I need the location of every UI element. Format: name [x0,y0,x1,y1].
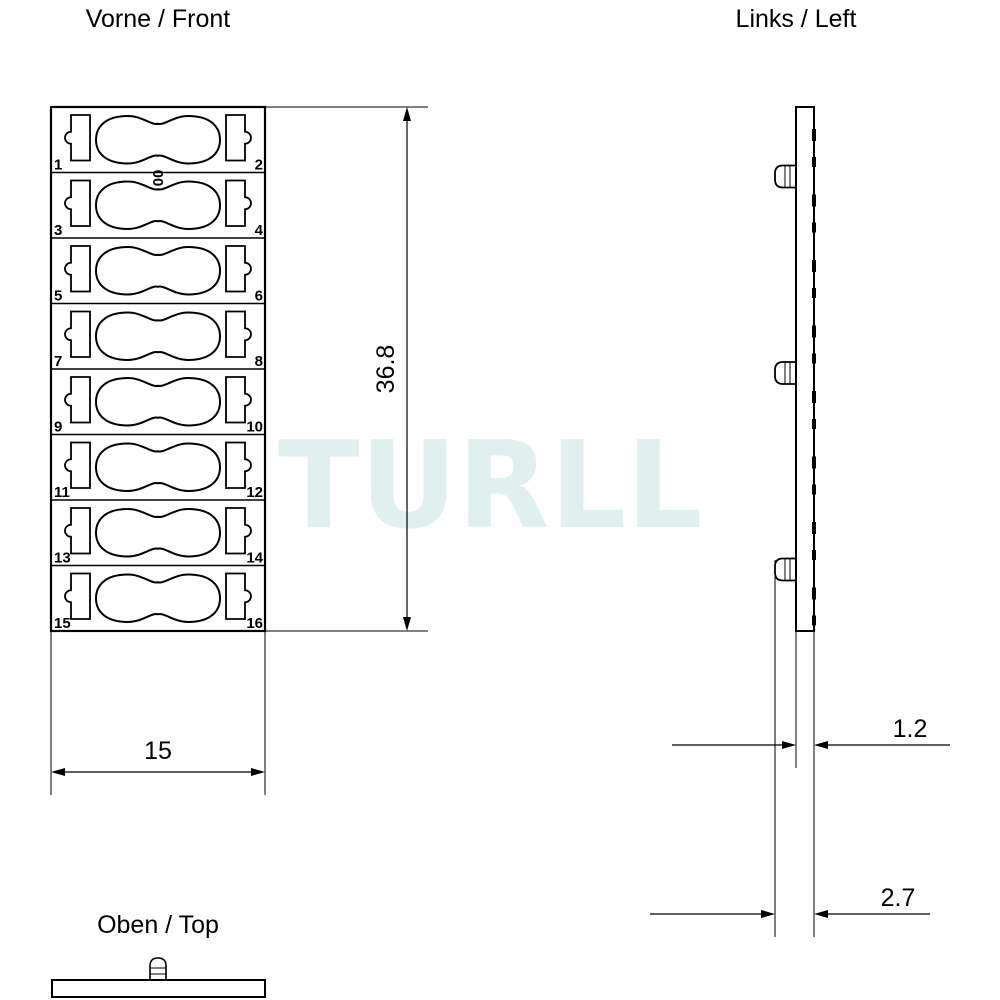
terminal-number-right: 6 [255,288,263,305]
terminal-window [94,507,222,558]
right-terminal-notch [225,310,252,358]
terminal-window [94,573,222,624]
terminal-number-right: 16 [246,615,263,632]
slot-row: 9 10 [51,368,265,436]
top-view [51,957,266,998]
front-view-title: Vorne / Front [86,5,231,33]
left-view-title: Links / Left [736,5,857,33]
right-terminal-notch [225,507,252,555]
left-terminal-notch [64,245,91,293]
terminal-number-right: 12 [246,484,263,501]
terminal-number-left: 1 [54,157,62,174]
top-pin [149,957,167,980]
width-dimension-label: 15 [144,737,172,765]
width-dimension: 15 [50,631,266,795]
terminal-number-right: 4 [255,222,264,239]
left-terminal-notch [64,572,91,620]
right-terminal-notch [225,245,252,293]
terminal-number-right: 2 [255,157,263,174]
side-pins [774,164,796,582]
left-terminal-notch [64,310,91,358]
slot-row: 11 12 [51,433,265,501]
terminal-window [94,311,222,362]
thickness-dimension: 1.2 [672,631,950,768]
depth-dimension: 2.7 [650,560,930,937]
side-pin [774,361,796,385]
terminal-number-left: 13 [54,550,71,567]
terminal-window [94,180,222,231]
right-terminal-notch [225,114,252,162]
height-dimension: 36.8 [265,106,428,632]
terminal-number-right: 10 [246,419,263,436]
terminal-number-left: 7 [54,353,62,370]
right-terminal-notch [225,179,252,227]
terminal-number-right: 14 [246,550,263,567]
terminal-number-left: 11 [54,484,70,501]
terminal-window [94,442,222,493]
top-plate-outline [51,979,266,998]
slot-row: 13 14 [51,499,265,567]
right-terminal-notch [225,441,252,489]
side-pin [774,557,796,582]
terminal-window [94,114,222,165]
thickness-dimension-label: 1.2 [893,715,928,743]
height-dimension-label: 36.8 [372,345,400,394]
terminal-window [94,376,222,427]
side-pin [774,164,796,189]
left-view [774,106,816,632]
terminal-number-left: 5 [54,288,62,305]
center-marking: 00 [149,170,166,187]
left-terminal-notch [64,507,91,555]
terminal-number-left: 3 [54,222,62,239]
left-terminal-notch [64,179,91,227]
left-terminal-notch [64,376,91,424]
right-terminal-notch [225,376,252,424]
terminal-number-left: 9 [54,419,62,436]
left-terminal-notch [64,441,91,489]
terminal-number-right: 8 [255,353,263,370]
terminal-window [94,245,222,296]
depth-dimension-label: 2.7 [881,884,916,912]
left-terminal-notch [64,114,91,162]
right-terminal-notch [225,572,252,620]
terminal-number-left: 15 [54,615,71,632]
side-plate-outline [795,106,815,632]
watermark: TURLL [278,417,703,556]
top-view-title: Oben / Top [97,911,219,939]
